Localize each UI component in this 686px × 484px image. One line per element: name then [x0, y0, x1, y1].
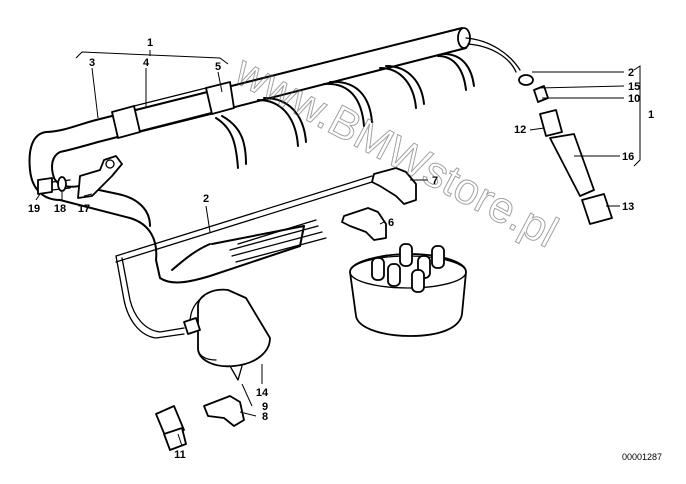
wire-conduit [28, 27, 471, 284]
plug-connector-6 [341, 207, 387, 241]
callout-6: 6 [388, 217, 394, 229]
ht-lead-assembly [465, 37, 613, 225]
callout-12: 12 [514, 124, 526, 136]
reference-number: 00001287 [622, 452, 662, 462]
plug-connector-7 [371, 167, 417, 205]
callout-3: 3 [89, 57, 95, 69]
callout-14: 14 [256, 387, 269, 399]
plug-leads [215, 53, 475, 169]
callout-2-right: 2 [628, 67, 634, 79]
conduit-sleeves [111, 81, 235, 139]
callouts: 1 2 3 4 5 1 2 15 10 12 16 13 7 6 19 18 1… [28, 37, 654, 461]
callout-1-right: 1 [648, 109, 654, 121]
leader-lines [35, 50, 641, 447]
callout-7: 7 [432, 175, 438, 187]
callout-17: 17 [78, 203, 90, 215]
callout-9: 9 [262, 401, 268, 413]
coil-lead [115, 175, 373, 339]
callout-2-left: 2 [203, 193, 209, 205]
callout-13: 13 [622, 201, 634, 213]
watermark: www.BMWstore.pl [227, 46, 566, 257]
callout-19: 19 [28, 203, 40, 215]
mounting-bracket [37, 155, 123, 199]
distributor-cap [349, 243, 467, 337]
callout-16: 16 [622, 151, 634, 163]
callout-5: 5 [215, 61, 221, 73]
callout-18: 18 [54, 203, 66, 215]
ignition-coil [183, 288, 271, 381]
callout-1-top: 1 [147, 37, 153, 49]
callout-8: 8 [262, 411, 268, 423]
callout-11: 11 [174, 449, 186, 461]
plug-8 [203, 395, 245, 427]
callout-10: 10 [628, 93, 640, 105]
plug-11 [155, 405, 187, 451]
callout-15: 15 [628, 81, 640, 93]
callout-4: 4 [143, 57, 150, 69]
